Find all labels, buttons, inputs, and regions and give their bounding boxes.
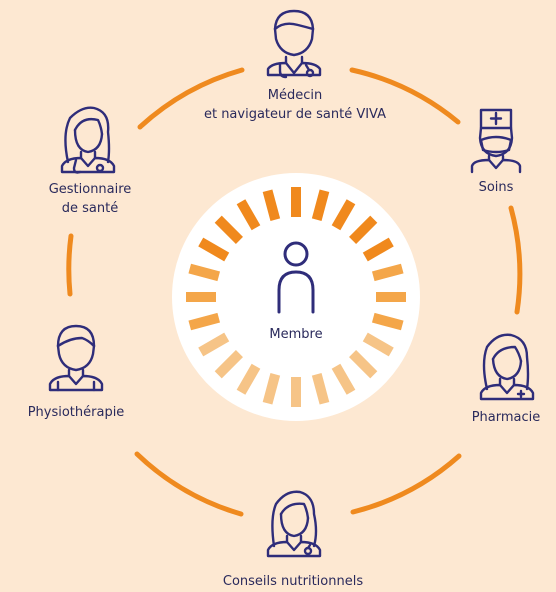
doctor-stethoscope-icon	[266, 9, 322, 79]
sunburst-ray	[186, 292, 216, 302]
sunburst-ray	[331, 199, 356, 231]
sunburst-ray	[349, 215, 378, 244]
sunburst-ray	[262, 372, 281, 405]
arc-medecin-soins	[349, 67, 461, 125]
sunburst-ray	[262, 189, 281, 222]
node-label-gestionnaire: Gestionnaire de santé	[48, 182, 132, 216]
sunburst-ray	[291, 187, 301, 217]
member-person-icon	[277, 241, 315, 314]
sunburst-ray	[214, 350, 243, 379]
sunburst-ray	[362, 237, 394, 262]
nurse-mask-icon	[470, 108, 522, 174]
sunburst-ray	[371, 263, 404, 282]
sunburst-ray	[291, 377, 301, 407]
node-label-conseils: Conseils nutritionnels	[222, 574, 364, 589]
sunburst-ray	[236, 199, 261, 231]
sunburst-ray	[188, 263, 221, 282]
arc-pharmacie-conseils	[350, 453, 462, 515]
center-label-membre: Membre	[269, 327, 323, 342]
sunburst-ray	[371, 312, 404, 331]
physiotherapist-man-icon	[48, 324, 104, 392]
sunburst-ray	[236, 363, 261, 395]
arc-conseils-physio	[134, 451, 244, 517]
sunburst-ray	[214, 215, 243, 244]
pharmacist-woman-icon	[479, 333, 535, 401]
sunburst-ray	[362, 332, 394, 357]
arc-gestionnaire-medecin	[137, 67, 245, 130]
sunburst-ray	[188, 312, 221, 331]
sunburst-ray	[311, 372, 330, 405]
connector-arcs	[66, 67, 523, 517]
health-manager-woman-icon	[60, 106, 116, 174]
nutritionist-woman-icon	[266, 490, 322, 558]
node-label-physio: Physiothérapie	[27, 405, 125, 420]
node-label-pharmacie: Pharmacie	[471, 410, 541, 425]
node-label-medecin: Médecin et navigateur de santé VIVA	[203, 88, 387, 122]
sunburst-rays	[186, 187, 406, 407]
sunburst-ray	[198, 332, 230, 357]
node-label-soins: Soins	[478, 180, 514, 195]
sunburst-ray	[198, 237, 230, 262]
sunburst-ray	[311, 189, 330, 222]
sunburst-ray	[349, 350, 378, 379]
sunburst-ray	[331, 363, 356, 395]
arc-physio-gestionnaire	[66, 233, 74, 297]
sunburst-ray	[376, 292, 406, 302]
arc-soins-pharmacie	[508, 205, 523, 315]
